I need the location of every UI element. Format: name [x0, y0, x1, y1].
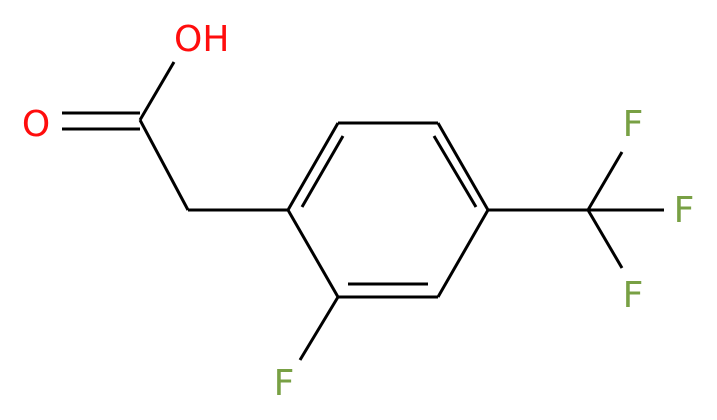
bonds — [62, 61, 664, 361]
ring-bond-6 — [286, 209, 340, 298]
bond-c-ch2 — [138, 119, 190, 211]
carbonyl-oxygen-label: O — [22, 104, 50, 145]
cf3-fluorine-right-label: F — [674, 190, 695, 231]
ring-bond-3 — [436, 122, 490, 211]
bond-cf3-f-bottom — [586, 209, 624, 269]
bond-ring-f — [298, 296, 340, 361]
bond-cf3-f-top — [586, 151, 624, 211]
bond-c-oh — [138, 61, 176, 121]
hydroxyl-label: OH — [174, 19, 229, 60]
ring-fluorine-label: F — [274, 363, 295, 404]
atom-labels: OH O F F F F — [22, 19, 695, 404]
ring-bond-1 — [286, 122, 340, 211]
cf3-fluorine-top-label: F — [623, 104, 644, 145]
cf3-fluorine-bottom-label: F — [623, 275, 644, 316]
ring-bond-4 — [436, 209, 490, 298]
ring-bond-1-inner — [300, 135, 345, 208]
ring-bond-3-inner — [432, 135, 478, 208]
